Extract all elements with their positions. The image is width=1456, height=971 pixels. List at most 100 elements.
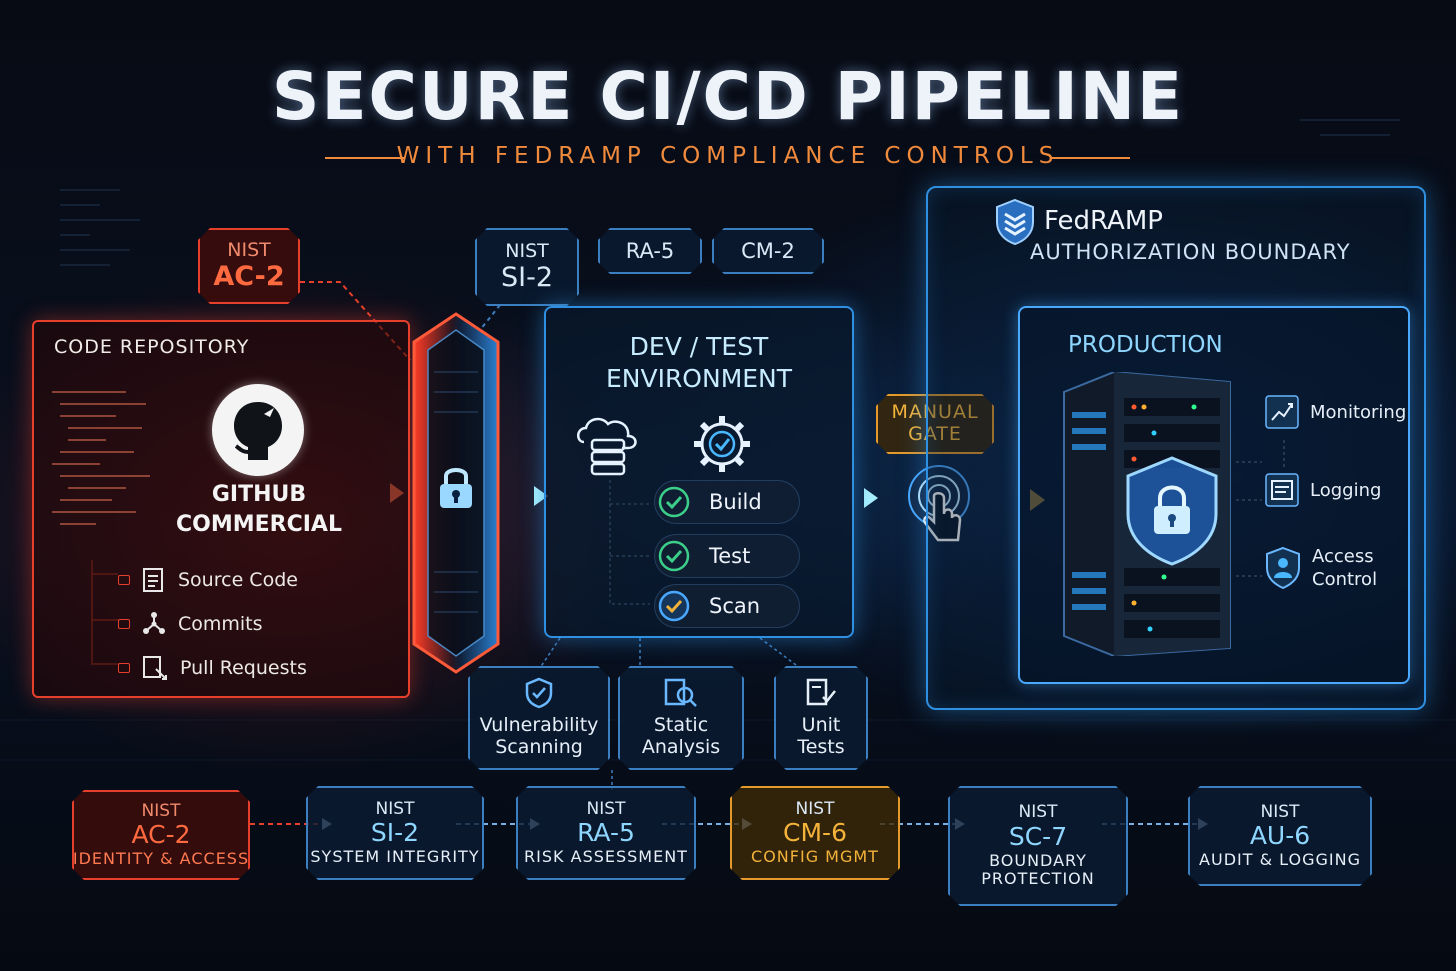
repo-item-source-code[interactable]: Source Code: [118, 562, 328, 598]
control-prefix: NIST: [1019, 803, 1058, 823]
tag-prefix: NIST: [505, 241, 548, 263]
check-circle-icon: [657, 485, 691, 519]
check-circle-icon: [657, 539, 691, 573]
code-repository-panel: CODE REPOSITORY GITHUB COMMERCIAL: [32, 320, 410, 698]
tag-code: AC-2: [213, 261, 284, 292]
fedramp-subtitle: AUTHORIZATION BOUNDARY: [1030, 240, 1351, 264]
feature-label-line2: Control: [1312, 568, 1377, 591]
dev-test-panel: DEV / TEST ENVIRONMENT Build Te: [544, 306, 854, 638]
fedramp-boundary-panel: FedRAMP AUTHORIZATION BOUNDARY PRODUCTIO…: [926, 186, 1426, 710]
tool-vulnerability-scanning: Vulnerability Scanning: [468, 666, 610, 770]
tool-label-line1: Static: [654, 715, 708, 737]
control-desc: AUDIT & LOGGING: [1199, 851, 1361, 869]
control-code: CM-6: [783, 819, 847, 848]
devtest-title-line1: DEV / TEST: [546, 332, 852, 361]
server-rack: [1054, 372, 1240, 656]
repository-name-line1: GITHUB: [189, 482, 329, 507]
tool-unit-tests: Unit Tests: [774, 666, 868, 770]
control-prefix: NIST: [587, 800, 626, 820]
control-prefix: NIST: [796, 800, 835, 820]
repo-item-label: Source Code: [178, 569, 298, 591]
production-panel: PRODUCTION: [1018, 306, 1410, 684]
control-sc7: NIST SC-7 BOUNDARY PROTECTION: [948, 786, 1128, 906]
repo-item-label: Commits: [178, 613, 263, 635]
tool-label-line2: Scanning: [495, 737, 583, 759]
devtest-step-scan[interactable]: Scan: [654, 584, 800, 628]
tag-code: SI-2: [501, 262, 553, 293]
devtest-step-build[interactable]: Build: [654, 480, 800, 524]
feature-logging[interactable]: Logging: [1264, 470, 1414, 510]
nist-si2-tag: NIST SI-2: [475, 228, 579, 306]
tool-static-analysis: Static Analysis: [618, 666, 744, 770]
magnifier-document-icon: [663, 677, 699, 709]
control-desc-line1: BOUNDARY: [989, 852, 1087, 870]
production-label: PRODUCTION: [1068, 332, 1223, 358]
red-marker-icon: [118, 619, 130, 629]
tag-prefix: NIST: [227, 240, 270, 262]
tool-label-line1: Unit: [802, 715, 841, 737]
feature-label: Logging: [1310, 480, 1381, 501]
step-label: Test: [709, 544, 750, 568]
log-icon: [1264, 472, 1300, 508]
security-gate: [404, 312, 508, 674]
devtest-title-line2: ENVIRONMENT: [546, 364, 852, 393]
control-desc-line2: PROTECTION: [981, 870, 1094, 888]
tool-label-line2: Tests: [797, 737, 844, 759]
nist-ac2-tag: NIST AC-2: [198, 228, 300, 304]
control-desc: IDENTITY & ACCESS: [73, 850, 249, 868]
step-label: Scan: [709, 594, 760, 618]
page-title: SECURE CI/CD PIPELINE: [0, 58, 1456, 135]
tag-code: RA-5: [626, 239, 675, 263]
step-label: Build: [709, 490, 762, 514]
control-si2: NIST SI-2 SYSTEM INTEGRITY: [306, 786, 484, 880]
user-shield-icon: [1264, 546, 1302, 590]
repo-item-commits[interactable]: Commits: [118, 606, 328, 642]
chart-icon: [1264, 394, 1300, 430]
control-code: AU-6: [1250, 822, 1310, 851]
red-marker-icon: [118, 663, 130, 673]
repo-item-pull-requests[interactable]: Pull Requests: [118, 650, 338, 686]
control-desc: RISK ASSESSMENT: [524, 848, 688, 866]
fedramp-shield-icon: [994, 198, 1036, 246]
feature-monitoring[interactable]: Monitoring: [1264, 392, 1414, 432]
control-code: SC-7: [1009, 823, 1067, 852]
padlock-icon: [434, 462, 478, 512]
code-lines-decor: [46, 382, 166, 542]
control-code: AC-2: [131, 821, 190, 850]
control-desc: CONFIG MGMT: [751, 848, 879, 866]
scan-check-icon: [657, 589, 691, 623]
gear-check-icon: [690, 412, 754, 476]
repository-label: CODE REPOSITORY: [54, 336, 249, 358]
document-icon: [142, 567, 164, 593]
repository-name-line2: COMMERCIAL: [149, 512, 369, 537]
feature-access-control[interactable]: Access Control: [1264, 540, 1414, 596]
ra5-tag: RA-5: [598, 228, 702, 274]
control-prefix: NIST: [1261, 803, 1300, 823]
control-code: SI-2: [371, 819, 419, 848]
tool-label-line2: Analysis: [642, 737, 720, 759]
shield-check-icon: [524, 677, 554, 709]
control-ac2: NIST AC-2 IDENTITY & ACCESS: [72, 790, 250, 880]
tool-label-line1: Vulnerability: [480, 715, 599, 737]
feature-label: Monitoring: [1310, 402, 1406, 423]
tag-code: CM-2: [741, 239, 795, 263]
page-subtitle: WITH FEDRAMP COMPLIANCE CONTROLS: [0, 143, 1456, 169]
cloud-database-icon: [572, 414, 642, 476]
control-prefix: NIST: [376, 800, 415, 820]
control-prefix: NIST: [142, 802, 181, 822]
fedramp-title: FedRAMP: [1044, 206, 1163, 236]
control-ra5: NIST RA-5 RISK ASSESSMENT: [516, 786, 696, 880]
feature-label-line1: Access: [1312, 545, 1377, 568]
devtest-step-test[interactable]: Test: [654, 534, 800, 578]
github-octocat-icon: [212, 384, 304, 476]
control-cm6: NIST CM-6 CONFIG MGMT: [730, 786, 900, 880]
checklist-icon: [805, 677, 837, 709]
red-marker-icon: [118, 575, 130, 585]
control-code: RA-5: [577, 819, 635, 848]
github-logo: [212, 384, 304, 476]
pull-request-icon: [142, 655, 168, 681]
commit-graph-icon: [142, 611, 166, 637]
control-desc: SYSTEM INTEGRITY: [310, 848, 479, 866]
control-au6: NIST AU-6 AUDIT & LOGGING: [1188, 786, 1372, 886]
